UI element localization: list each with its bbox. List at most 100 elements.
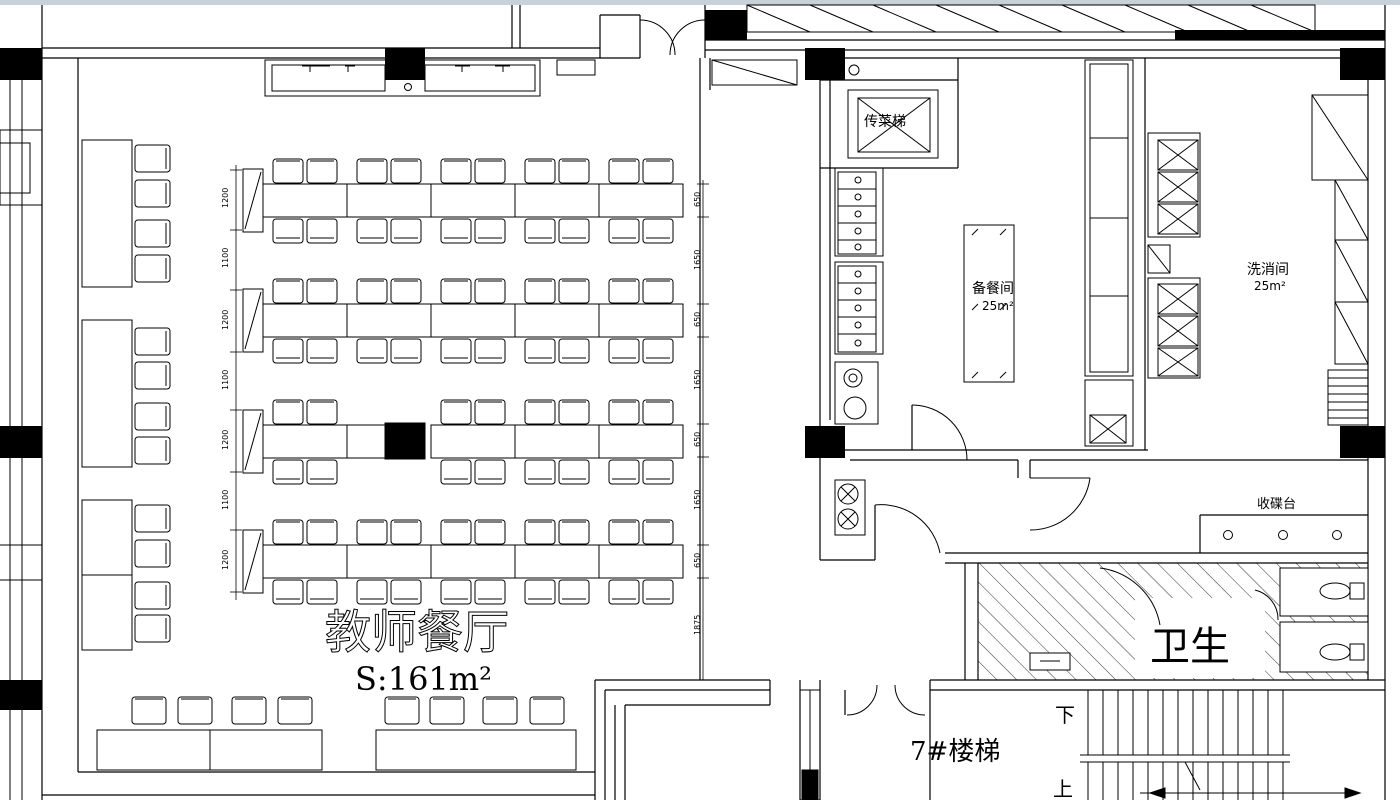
- chair: [608, 338, 640, 364]
- chair: [474, 519, 506, 545]
- chair: [608, 278, 640, 304]
- dining-table: [598, 424, 684, 459]
- column: [384, 422, 426, 460]
- chair: [642, 459, 674, 485]
- chair: [524, 459, 556, 485]
- dim-left-2: 1100: [221, 248, 230, 268]
- chair: [306, 399, 338, 425]
- chair: [306, 158, 338, 184]
- dim-right-8: 1875: [693, 615, 702, 635]
- dim-left-1: 1200: [221, 188, 230, 208]
- serving-room-area: 25m²: [982, 299, 1014, 313]
- chair: [356, 579, 388, 605]
- chair: [356, 218, 388, 244]
- dimension-labels-right: 650 1650 650 1650 650 1650 650 1875: [693, 192, 702, 635]
- chair: [440, 278, 472, 304]
- chair: [440, 338, 472, 364]
- dim-right-4: 1650: [693, 370, 702, 390]
- dining-table: [430, 303, 516, 338]
- dining-table: [514, 424, 600, 459]
- stair-up-label: 上: [1053, 777, 1073, 800]
- dining-table: [598, 183, 684, 218]
- chair: [356, 158, 388, 184]
- chair: [558, 579, 590, 605]
- chair: [134, 144, 171, 173]
- dining-furniture: [131, 144, 684, 725]
- toilet-label: 卫生: [1150, 624, 1230, 670]
- dining-table: [514, 183, 600, 218]
- chair: [390, 519, 422, 545]
- table-endcap: [242, 409, 264, 474]
- chair: [608, 218, 640, 244]
- dim-left-7: 1200: [221, 550, 230, 570]
- dimension-lines: [230, 165, 709, 681]
- chair: [524, 278, 556, 304]
- chair: [608, 579, 640, 605]
- chair: [440, 459, 472, 485]
- chair: [558, 278, 590, 304]
- chair: [440, 399, 472, 425]
- kitchen-doors: [846, 404, 1091, 716]
- chair: [356, 278, 388, 304]
- chair: [524, 399, 556, 425]
- dim-right-1: 650: [693, 192, 702, 207]
- chair: [474, 399, 506, 425]
- chair: [642, 579, 674, 605]
- dining-table: [346, 544, 432, 579]
- chair: [134, 504, 171, 533]
- chair: [558, 158, 590, 184]
- serving-table: [963, 224, 1015, 383]
- top-window: [746, 4, 1316, 33]
- walls: [41, 5, 1386, 800]
- chair: [390, 338, 422, 364]
- dining-room-label: 教师餐厅: [325, 605, 509, 659]
- chair: [306, 519, 338, 545]
- dining-table: [262, 544, 348, 579]
- dim-right-3: 650: [693, 312, 702, 327]
- dining-table: [346, 303, 432, 338]
- chair: [272, 399, 304, 425]
- chair: [134, 581, 171, 610]
- chair: [642, 338, 674, 364]
- chair: [390, 278, 422, 304]
- dim-right-2: 1650: [693, 250, 702, 270]
- chair: [134, 254, 171, 283]
- dim-left-4: 1100: [221, 370, 230, 390]
- dining-table: [514, 544, 600, 579]
- dining-table: [430, 544, 516, 579]
- chair: [642, 158, 674, 184]
- stair-label: 7#楼梯: [910, 737, 1000, 767]
- dimension-labels-left: 1200 1100 1200 1100 1200 1100 1200: [221, 188, 230, 570]
- chair: [134, 219, 171, 248]
- chair: [356, 519, 388, 545]
- chair: [608, 519, 640, 545]
- chair: [134, 539, 171, 568]
- chair: [642, 519, 674, 545]
- chair: [390, 579, 422, 605]
- chair: [134, 361, 171, 390]
- dining-table: [262, 183, 348, 218]
- chair: [134, 179, 171, 208]
- washing-sinks: [1147, 132, 1201, 379]
- chair: [134, 436, 171, 465]
- chair: [642, 278, 674, 304]
- dim-right-7: 650: [693, 553, 702, 568]
- dining-room-area: S:161m²: [355, 660, 492, 698]
- washing-room-label: 洗消间: [1247, 262, 1289, 278]
- dumbwaiter: [847, 64, 939, 159]
- chair: [482, 696, 518, 725]
- dim-left-3: 1200: [221, 310, 230, 330]
- dim-left-5: 1200: [221, 430, 230, 450]
- chair: [474, 278, 506, 304]
- chair: [272, 579, 304, 605]
- stair: [799, 689, 1362, 800]
- chair: [134, 402, 171, 431]
- chair: [134, 327, 171, 356]
- dining-table: [598, 544, 684, 579]
- chair: [474, 158, 506, 184]
- dumbwaiter-label: 传菜梯: [864, 114, 906, 130]
- chair: [558, 338, 590, 364]
- chair: [306, 338, 338, 364]
- dim-right-6: 1650: [693, 490, 702, 510]
